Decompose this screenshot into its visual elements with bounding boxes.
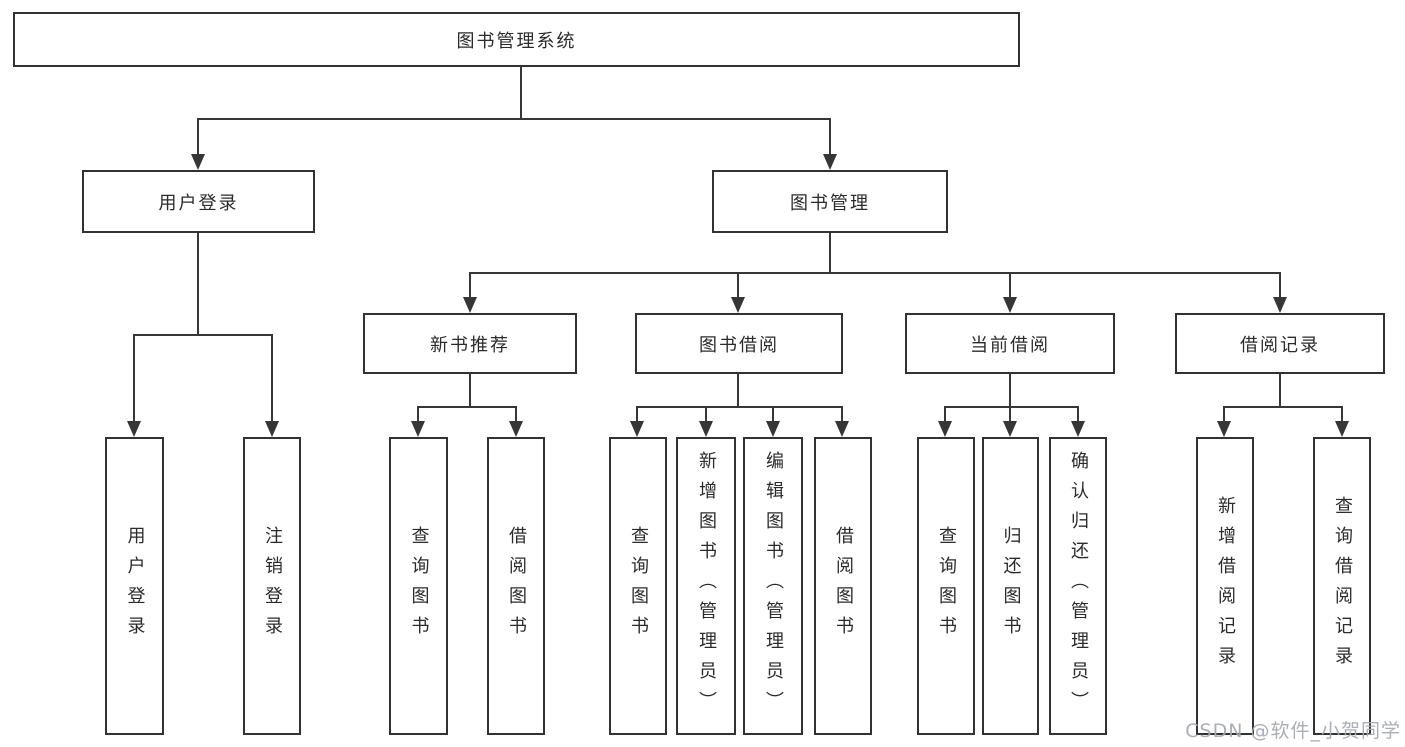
leaf-label: 注销登录 bbox=[262, 526, 283, 646]
connector-line bbox=[841, 406, 843, 423]
connector-line bbox=[1009, 374, 1011, 408]
arrow-down-icon bbox=[191, 154, 205, 170]
arrow-down-icon bbox=[463, 297, 477, 313]
connector-line bbox=[469, 374, 471, 408]
connector-line bbox=[944, 406, 1079, 408]
connector-line bbox=[520, 67, 522, 120]
leaf-user-login: 用户登录 bbox=[105, 437, 164, 735]
arrow-down-icon bbox=[630, 421, 644, 437]
arrow-down-icon bbox=[1335, 421, 1349, 437]
arrow-down-icon bbox=[1071, 421, 1085, 437]
connector-line bbox=[515, 406, 517, 423]
node-user-login: 用户登录 bbox=[82, 170, 315, 233]
leaf-label: 新增借阅记录 bbox=[1215, 496, 1236, 676]
node-book-management: 图书管理 bbox=[712, 170, 948, 233]
leaf-label: 借阅图书 bbox=[506, 526, 527, 646]
node-root-library-system: 图书管理系统 bbox=[13, 12, 1020, 67]
leaf-label: 用户登录 bbox=[124, 526, 146, 646]
connector-line bbox=[197, 118, 831, 120]
connector-line bbox=[271, 334, 273, 423]
connector-line bbox=[1341, 406, 1343, 423]
connector-line bbox=[469, 272, 1281, 274]
leaf-return-books: 归还图书 bbox=[982, 437, 1039, 735]
connector-line bbox=[133, 334, 135, 423]
connector-line bbox=[197, 233, 199, 336]
leaf-borrow-books-recommend: 借阅图书 bbox=[487, 437, 545, 735]
leaf-label: 借阅图书 bbox=[833, 526, 854, 646]
connector-line bbox=[705, 406, 707, 423]
connector-line bbox=[1279, 272, 1281, 299]
connector-line bbox=[469, 272, 471, 299]
arrow-down-icon bbox=[1003, 421, 1017, 437]
arrow-down-icon bbox=[766, 421, 780, 437]
connector-line bbox=[1279, 374, 1281, 408]
node-label: 图书管理 bbox=[790, 192, 870, 214]
arrow-down-icon bbox=[509, 421, 523, 437]
connector-line bbox=[1077, 406, 1079, 423]
arrow-down-icon bbox=[731, 297, 745, 313]
arrow-down-icon bbox=[411, 421, 425, 437]
connector-line bbox=[636, 406, 843, 408]
connector-line bbox=[1223, 406, 1225, 423]
arrow-down-icon bbox=[699, 421, 713, 437]
node-book-borrow: 图书借阅 bbox=[635, 313, 843, 374]
node-label: 图书管理系统 bbox=[456, 30, 577, 52]
leaf-label: 查询图书 bbox=[408, 526, 430, 646]
leaf-query-books-current: 查询图书 bbox=[917, 437, 975, 735]
leaf-label: 确认归还（管理员） bbox=[1068, 451, 1089, 721]
leaf-label: 查询图书 bbox=[936, 526, 957, 646]
leaf-confirm-return-admin: 确认归还（管理员） bbox=[1049, 437, 1107, 735]
leaf-query-books-borrow: 查询图书 bbox=[609, 437, 667, 735]
leaf-label: 编辑图书（管理员） bbox=[763, 451, 784, 721]
arrow-down-icon bbox=[1003, 297, 1017, 313]
connector-line bbox=[737, 374, 739, 408]
leaf-logout: 注销登录 bbox=[243, 437, 301, 735]
csdn-watermark: CSDN @软件_小贺同学 bbox=[1185, 720, 1401, 742]
connector-line bbox=[1009, 272, 1011, 299]
connector-line bbox=[737, 272, 739, 299]
arrow-down-icon bbox=[127, 421, 141, 437]
connector-line bbox=[197, 118, 199, 156]
arrow-down-icon bbox=[938, 421, 952, 437]
node-current-borrow: 当前借阅 bbox=[905, 313, 1115, 374]
leaf-edit-books-admin: 编辑图书（管理员） bbox=[743, 437, 803, 735]
arrow-down-icon bbox=[1217, 421, 1231, 437]
node-label: 用户登录 bbox=[158, 192, 239, 214]
connector-line bbox=[829, 118, 831, 156]
connector-line bbox=[417, 406, 517, 408]
node-label: 借阅记录 bbox=[1240, 334, 1320, 356]
connector-line bbox=[829, 233, 831, 274]
leaf-label: 归还图书 bbox=[1000, 526, 1022, 646]
leaf-label: 查询图书 bbox=[628, 526, 649, 646]
leaf-label: 查询借阅记录 bbox=[1332, 496, 1353, 676]
connector-line bbox=[636, 406, 638, 423]
leaf-query-borrow-record: 查询借阅记录 bbox=[1313, 437, 1371, 735]
connector-line bbox=[772, 406, 774, 423]
leaf-query-books-recommend: 查询图书 bbox=[389, 437, 448, 735]
arrow-down-icon bbox=[835, 421, 849, 437]
connector-line bbox=[417, 406, 419, 423]
node-borrow-record: 借阅记录 bbox=[1175, 313, 1385, 374]
arrow-down-icon bbox=[265, 421, 279, 437]
leaf-borrow-books: 借阅图书 bbox=[814, 437, 872, 735]
node-label: 新书推荐 bbox=[430, 334, 510, 356]
connector-line bbox=[133, 334, 273, 336]
connector-line bbox=[1223, 406, 1343, 408]
node-new-book-recommend: 新书推荐 bbox=[363, 313, 577, 374]
arrow-down-icon bbox=[823, 154, 837, 170]
leaf-label: 新增图书（管理员） bbox=[696, 451, 717, 721]
node-label: 当前借阅 bbox=[970, 334, 1050, 356]
arrow-down-icon bbox=[1273, 297, 1287, 313]
node-label: 图书借阅 bbox=[699, 334, 779, 356]
leaf-add-books-admin: 新增图书（管理员） bbox=[676, 437, 736, 735]
connector-line bbox=[944, 406, 946, 423]
connector-line bbox=[1009, 406, 1011, 423]
leaf-add-borrow-record: 新增借阅记录 bbox=[1196, 437, 1254, 735]
